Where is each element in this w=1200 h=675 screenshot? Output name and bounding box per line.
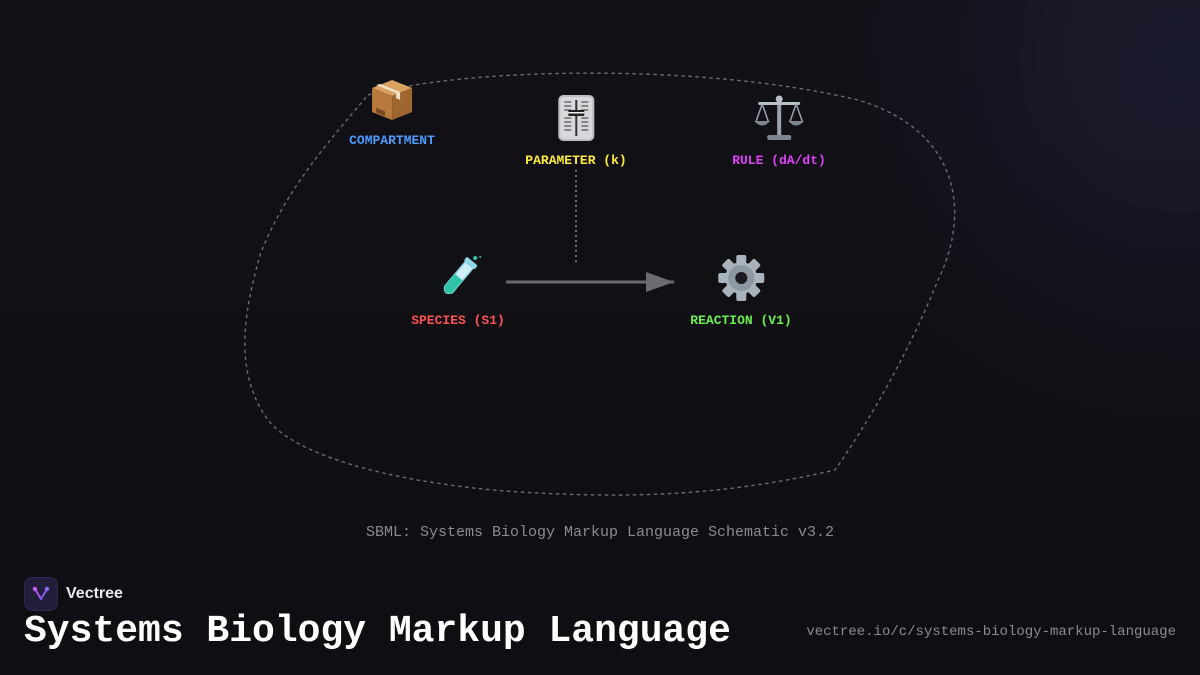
page-url-link[interactable]: vectree.io/c/systems-biology-markup-lang… <box>806 624 1176 640</box>
species-label: SPECIES (S1) <box>411 313 505 328</box>
compartment-boundary <box>244 72 956 496</box>
test-tube-icon <box>432 253 484 307</box>
vectree-logo-icon <box>24 577 58 611</box>
parameter-node: PARAMETER (k) <box>525 93 627 168</box>
level-slider-icon <box>553 93 599 147</box>
species-node: SPECIES (S1) <box>411 253 505 328</box>
brand[interactable]: Vectree <box>24 577 123 611</box>
compartment-label: COMPARTMENT <box>349 133 435 148</box>
brand-name: Vectree <box>66 585 123 602</box>
page-title: Systems Biology Markup Language <box>24 610 731 653</box>
package-icon <box>367 74 417 128</box>
reaction-node: REACTION (V1) <box>690 253 792 328</box>
parameter-label: PARAMETER (k) <box>525 153 627 168</box>
rule-label: RULE (dA/dt) <box>732 153 826 168</box>
reaction-label: REACTION (V1) <box>690 313 792 328</box>
balance-scale-icon <box>752 93 806 147</box>
diagram-caption: SBML: Systems Biology Markup Language Sc… <box>365 524 835 541</box>
gear-icon <box>716 253 766 307</box>
compartment-node: COMPARTMENT <box>349 74 435 148</box>
rule-node: RULE (dA/dt) <box>732 93 826 168</box>
